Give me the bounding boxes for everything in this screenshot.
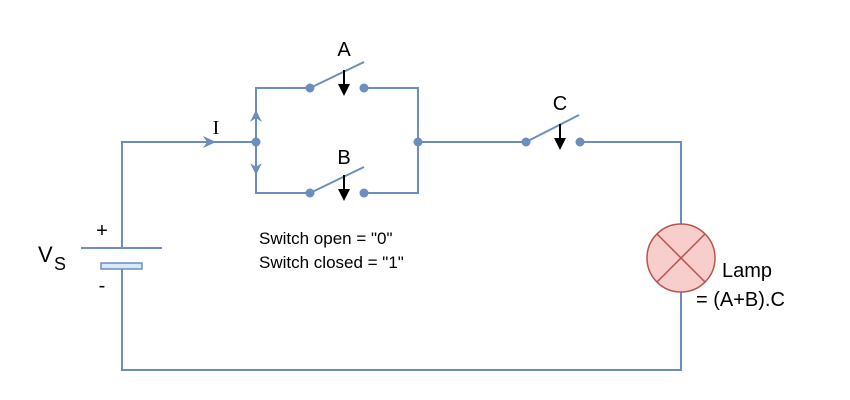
switch-c-label: C xyxy=(553,93,567,115)
switch-b-label: B xyxy=(337,147,350,169)
switch-a-contact-left xyxy=(305,83,315,93)
wire-branch-a-right xyxy=(364,87,419,142)
branch-up-arrow-icon xyxy=(250,110,262,122)
switch-c-contact-left xyxy=(521,137,531,147)
lamp-label: Lamp xyxy=(722,260,772,282)
lamp-icon xyxy=(646,223,716,293)
wire-left-bottom xyxy=(121,268,682,371)
wires xyxy=(81,61,682,371)
minus-terminal-label: - xyxy=(99,275,106,297)
nodes xyxy=(203,83,585,198)
branch-down-arrow-icon xyxy=(250,163,262,175)
source-voltage-label: V xyxy=(38,242,53,267)
plus-terminal-label: + xyxy=(96,220,108,242)
source-voltage-subscript: S xyxy=(54,254,66,274)
wire-branch-b-left xyxy=(255,142,310,194)
legend-switch-closed: Switch closed = "1" xyxy=(259,253,404,272)
wire-branch-a-left xyxy=(255,87,310,142)
switch-a-contact-right xyxy=(359,83,369,93)
current-label: I xyxy=(213,117,220,139)
switch-b-contact-left xyxy=(305,188,315,198)
switch-c-contact-right xyxy=(575,137,585,147)
switch-c-lever xyxy=(525,114,580,143)
switch-b-contact-right xyxy=(359,188,369,198)
press-arrows xyxy=(338,70,566,201)
switch-b-lever xyxy=(309,166,365,194)
battery-short-plate xyxy=(100,262,143,270)
wire-left-top xyxy=(121,141,256,248)
current-arrow-icon xyxy=(203,136,216,148)
wire-c-to-lamp xyxy=(580,141,682,224)
junction-right xyxy=(413,137,423,147)
wire-branch-b-right xyxy=(364,142,419,194)
legend-switch-open: Switch open = "0" xyxy=(259,229,393,248)
switch-a-lever xyxy=(309,61,365,89)
lamp-equation: = (A+B).C xyxy=(696,289,785,311)
switch-a-label: A xyxy=(337,39,351,61)
junction-left xyxy=(251,137,261,147)
